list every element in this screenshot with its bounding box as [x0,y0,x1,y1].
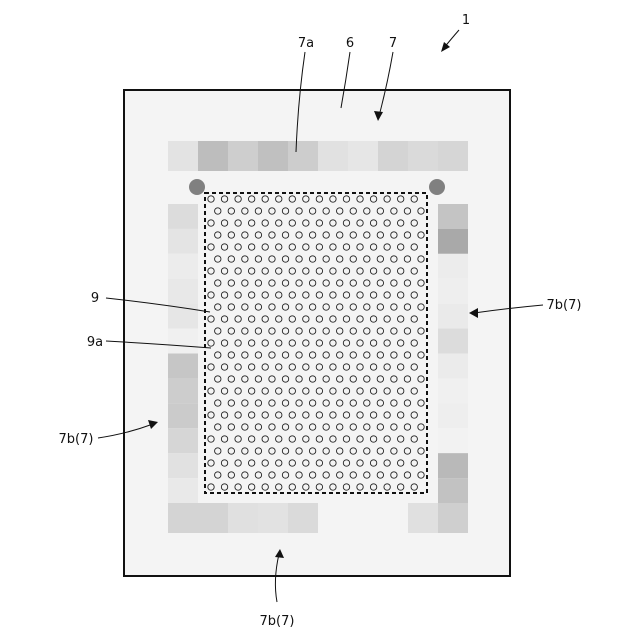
mark-cell-right [438,428,468,453]
mark-cell-bottom [228,503,258,533]
mark-cell-right [438,254,468,279]
mark-cell-top [168,141,198,171]
mark-cell-bottom [378,503,408,533]
mark-cell-left [168,403,198,428]
mark-cell-left [168,254,198,279]
label-device: 1 [462,13,470,28]
mark-cell-bottom [258,503,288,533]
label-mark-group: 7 [389,36,397,51]
mark-cell-left [168,229,198,254]
mark-cell-top [408,141,438,171]
mark-cell-left [168,453,198,478]
mark-cell-left [168,204,198,229]
label-mark-side-left: 7b(7) [59,432,94,447]
mark-column-right [438,204,468,503]
mark-row-bottom [168,503,468,533]
label-substrate: 6 [346,36,354,51]
mark-cell-top [198,141,228,171]
arrowhead-device [441,42,450,52]
mark-cell-right [438,279,468,304]
mark-cell-right [438,453,468,478]
mark-cell-bottom [288,503,318,533]
mark-cell-top [378,141,408,171]
mark-cell-bottom [348,503,378,533]
mark-cell-right [438,329,468,354]
mark-cell-bottom [168,503,198,533]
mark-cell-right [438,304,468,329]
mark-cell-right [438,378,468,403]
label-mark-bottom: 7b(7) [260,614,295,629]
mark-cell-right [438,204,468,229]
mark-cell-left [168,329,198,354]
label-hole: 9a [87,335,103,350]
mark-cell-bottom [318,503,348,533]
mark-cell-left [168,478,198,503]
mark-cell-top [348,141,378,171]
mark-cell-top [288,141,318,171]
mark-cell-top [318,141,348,171]
mark-cell-left [168,378,198,403]
mark-cell-right [438,229,468,254]
label-region: 9 [91,291,99,306]
mark-cell-left [168,354,198,379]
label-mark-side-right: 7b(7) [547,298,582,313]
mark-cell-bottom [438,503,468,533]
mark-cell-top [258,141,288,171]
mark-cell-right [438,478,468,503]
mark-cell-left [168,279,198,304]
mark-row-top [168,141,468,171]
mark-cell-top [438,141,468,171]
mark-cell-right [438,403,468,428]
mark-cell-bottom [408,503,438,533]
mark-cell-left [168,428,198,453]
label-mark-top: 7a [298,36,314,51]
mark-cell-top [228,141,258,171]
fiducial-dot-right [429,179,445,195]
mark-column-left [168,204,198,503]
mark-cell-right [438,354,468,379]
fiducial-dot-left [189,179,205,195]
mark-cell-bottom [198,503,228,533]
